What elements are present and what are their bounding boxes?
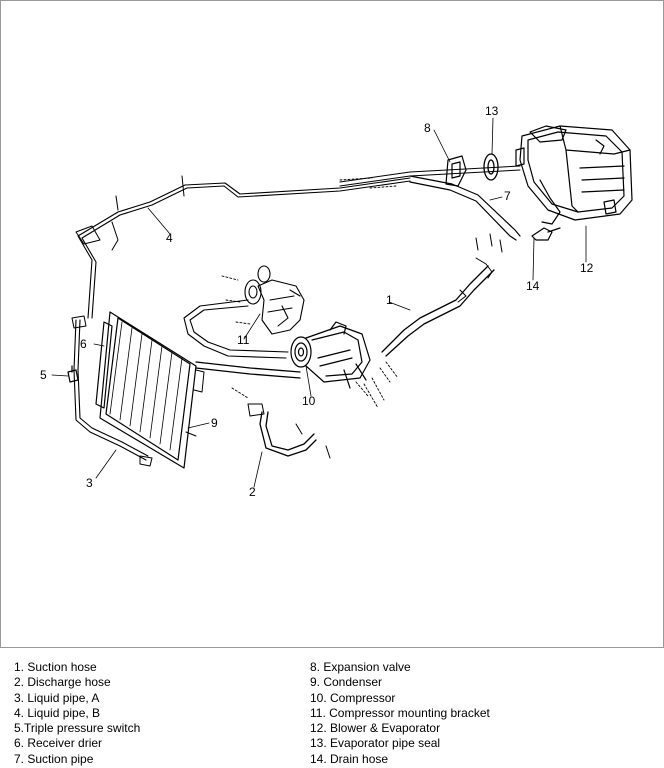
suction-pipe <box>339 165 521 241</box>
liquid-pipe-b <box>75 175 411 319</box>
callout-8: 8 <box>424 121 431 135</box>
legend-column-right: 8. Expansion valve 9. Condenser 10. Comp… <box>310 660 490 767</box>
callout-6: 6 <box>80 337 87 351</box>
legend-item: 8. Expansion valve <box>310 660 411 674</box>
callout-7: 7 <box>504 189 511 203</box>
callout-11: 11 <box>237 333 250 347</box>
legend-item: 9. Condenser <box>310 675 383 690</box>
callout-9: 9 <box>211 416 218 430</box>
bolts <box>221 177 399 409</box>
compressor <box>290 321 371 389</box>
drain-hose <box>531 227 561 241</box>
legend-item: 13. Evaporator pipe seal <box>310 736 441 751</box>
callout-1: 1 <box>386 293 393 307</box>
triple-pressure-switch <box>67 365 79 383</box>
discharge-hose <box>195 361 331 459</box>
callout-5: 5 <box>40 368 47 382</box>
legend-item: 14. Drain hose <box>310 751 389 766</box>
callout-14: 14 <box>526 279 540 293</box>
legend-item: 4. Liquid pipe, B <box>14 705 101 720</box>
callout-3: 3 <box>86 476 93 490</box>
callout-10: 10 <box>302 394 316 408</box>
evaporator-pipe-seal <box>483 153 499 181</box>
expansion-valve <box>445 155 467 187</box>
legend-item: 5.Triple pressure switch <box>14 721 141 736</box>
suction-hose <box>381 233 503 357</box>
ac-system-diagram <box>51 117 633 488</box>
legend-item: 2. Discharge hose <box>14 675 111 690</box>
receiver-drier <box>95 321 113 409</box>
liquid-pipe-a <box>71 315 153 467</box>
legend-item: 1. Suction hose <box>14 660 97 674</box>
legend-item: 7. Suction pipe <box>14 751 94 766</box>
legend-item: 3. Liquid pipe, A <box>14 690 100 705</box>
legend-item: 12. Blower & Evaporator <box>310 721 441 736</box>
blower-evaporator-unit <box>515 125 633 225</box>
callout-4: 4 <box>166 231 173 245</box>
leader-lines <box>51 117 587 488</box>
compressor-mounting-bracket <box>244 265 305 335</box>
diagram-frame <box>0 0 664 648</box>
callout-2: 2 <box>249 485 256 499</box>
parts-legend: 1. Suction hose 2. Discharge hose 3. Liq… <box>0 660 664 768</box>
legend-item: 10. Compressor <box>310 690 396 705</box>
callout-12: 12 <box>580 261 594 275</box>
legend-item: 11. Compressor mounting bracket <box>310 705 490 720</box>
callout-13: 13 <box>485 104 499 118</box>
drive-belt <box>183 299 289 359</box>
condenser <box>99 311 205 469</box>
legend-item: 6. Receiver drier <box>14 736 103 751</box>
legend-column-left: 1. Suction hose 2. Discharge hose 3. Liq… <box>14 660 140 767</box>
